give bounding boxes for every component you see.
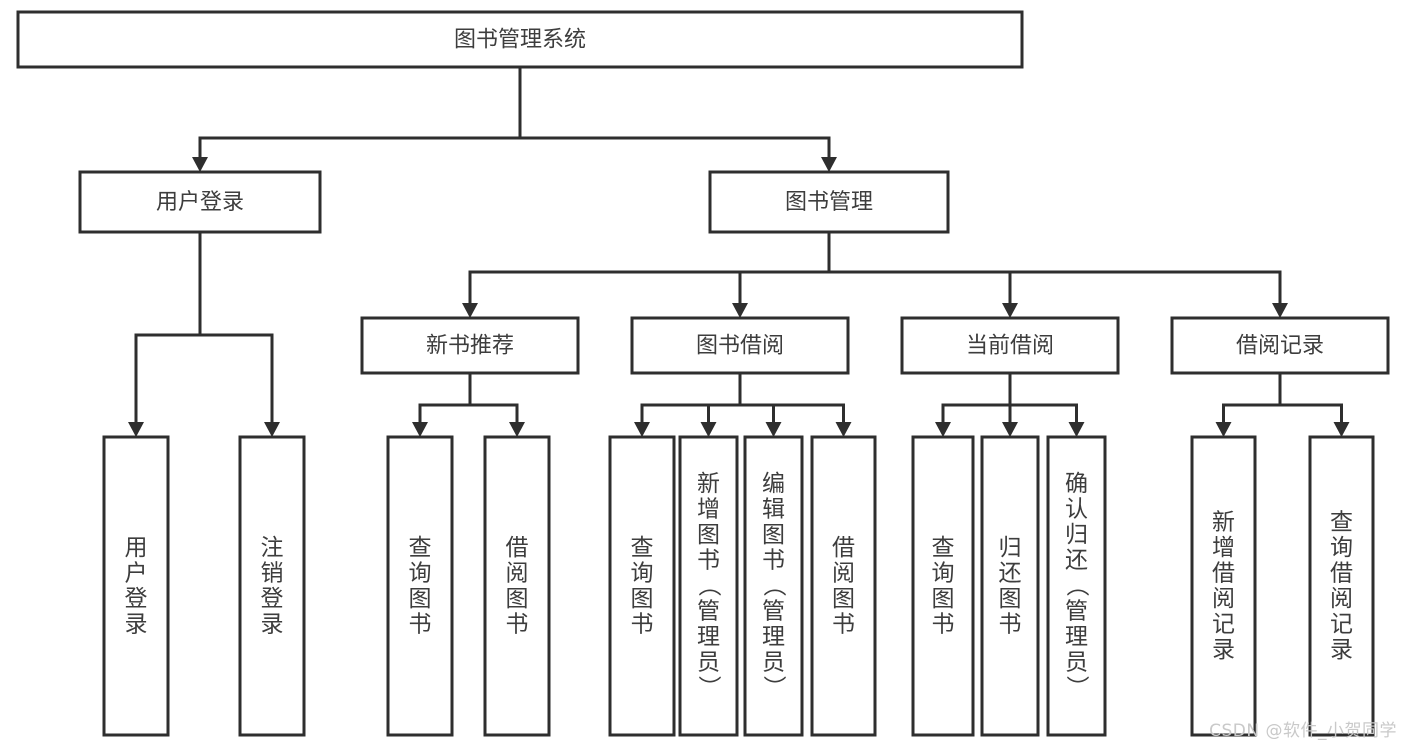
node-leaf-leaf-borrow-book-1[interactable]: 借阅图书 bbox=[483, 435, 551, 737]
node-level2-new-book-recommend[interactable]: 新书推荐 bbox=[360, 316, 580, 375]
node-box[interactable] bbox=[608, 435, 676, 737]
node-label: 借阅图书 bbox=[506, 535, 529, 638]
node-level1-book-manage[interactable]: 图书管理 bbox=[708, 170, 950, 234]
node-leaf-leaf-confirm-return[interactable]: 确认归还（管理员） bbox=[1046, 435, 1107, 737]
node-leaf-leaf-add-record[interactable]: 新增借阅记录 bbox=[1190, 435, 1257, 737]
node-leaf-leaf-add-book[interactable]: 新增图书（管理员） bbox=[678, 435, 739, 737]
node-box[interactable] bbox=[708, 170, 950, 234]
node-layer: 图书管理系统用户登录图书管理新书推荐图书借阅当前借阅借阅记录用户登录注销登录查询… bbox=[16, 10, 1390, 737]
node-label: 图书借阅 bbox=[696, 334, 784, 359]
node-level1-user-login[interactable]: 用户登录 bbox=[78, 170, 322, 234]
node-label: 查询图书 bbox=[932, 535, 955, 638]
node-leaf-leaf-user-login[interactable]: 用户登录 bbox=[102, 435, 170, 737]
node-label: 借阅图书 bbox=[832, 535, 855, 638]
node-box[interactable] bbox=[1170, 316, 1390, 375]
node-box[interactable] bbox=[1046, 435, 1107, 737]
node-level2-current-borrow[interactable]: 当前借阅 bbox=[900, 316, 1120, 375]
node-label: 查询图书 bbox=[409, 535, 432, 638]
node-box[interactable] bbox=[630, 316, 850, 375]
node-box[interactable] bbox=[386, 435, 454, 737]
node-leaf-leaf-return-book[interactable]: 归还图书 bbox=[980, 435, 1040, 737]
node-label: 查询图书 bbox=[631, 535, 654, 638]
node-label: 图书管理 bbox=[785, 190, 873, 215]
node-leaf-leaf-query-book-2[interactable]: 查询图书 bbox=[608, 435, 676, 737]
node-box[interactable] bbox=[743, 435, 804, 737]
node-level2-borrow-record[interactable]: 借阅记录 bbox=[1170, 316, 1390, 375]
node-label: 用户登录 bbox=[125, 535, 148, 638]
node-leaf-leaf-borrow-book-2[interactable]: 借阅图书 bbox=[810, 435, 877, 737]
node-box[interactable] bbox=[360, 316, 580, 375]
node-box[interactable] bbox=[900, 316, 1120, 375]
node-label: 图书管理系统 bbox=[454, 28, 586, 53]
node-box[interactable] bbox=[810, 435, 877, 737]
node-label: 当前借阅 bbox=[966, 334, 1054, 359]
node-label: 用户登录 bbox=[156, 190, 244, 215]
node-leaf-leaf-query-book-1[interactable]: 查询图书 bbox=[386, 435, 454, 737]
node-label: 新增借阅记录 bbox=[1212, 509, 1235, 663]
node-root-root[interactable]: 图书管理系统 bbox=[16, 10, 1024, 69]
node-leaf-leaf-query-record[interactable]: 查询借阅记录 bbox=[1308, 435, 1375, 737]
node-box[interactable] bbox=[1190, 435, 1257, 737]
node-box[interactable] bbox=[1308, 435, 1375, 737]
node-box[interactable] bbox=[78, 170, 322, 234]
node-leaf-leaf-edit-book[interactable]: 编辑图书（管理员） bbox=[743, 435, 804, 737]
node-box[interactable] bbox=[102, 435, 170, 737]
node-level2-book-borrow[interactable]: 图书借阅 bbox=[630, 316, 850, 375]
node-label: 注销登录 bbox=[261, 535, 284, 638]
node-label: 查询借阅记录 bbox=[1330, 509, 1353, 663]
node-label: 编辑图书（管理员） bbox=[762, 471, 787, 701]
watermark-text: CSDN @软件_小贺同学 bbox=[1209, 721, 1397, 741]
node-label: 确认归还（管理员） bbox=[1065, 471, 1090, 701]
node-leaf-leaf-query-book-3[interactable]: 查询图书 bbox=[911, 435, 975, 737]
node-box[interactable] bbox=[980, 435, 1040, 737]
node-label: 借阅记录 bbox=[1236, 334, 1324, 359]
node-box[interactable] bbox=[483, 435, 551, 737]
node-box[interactable] bbox=[238, 435, 306, 737]
node-label: 新书推荐 bbox=[426, 334, 514, 359]
connector-layer bbox=[128, 65, 1350, 437]
node-label: 归还图书 bbox=[999, 535, 1022, 638]
node-box[interactable] bbox=[678, 435, 739, 737]
node-leaf-leaf-logout[interactable]: 注销登录 bbox=[238, 435, 306, 737]
node-box[interactable] bbox=[911, 435, 975, 737]
node-box[interactable] bbox=[16, 10, 1024, 69]
node-label: 新增图书（管理员） bbox=[697, 471, 722, 701]
